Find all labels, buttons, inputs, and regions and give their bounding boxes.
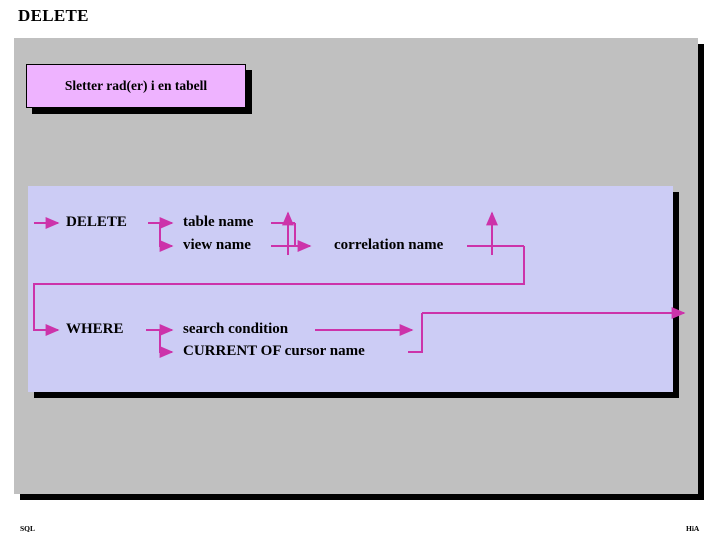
- node-where: WHERE: [66, 321, 124, 337]
- caption-box: Sletter rad(er) i en tabell: [26, 64, 246, 108]
- page-title: DELETE: [18, 6, 89, 25]
- footer-left: SQL: [20, 524, 36, 533]
- node-search-condition: search condition: [183, 321, 289, 337]
- node-current-of-cursor-name: CURRENT OF cursor name: [183, 343, 365, 359]
- caption-text: Sletter rad(er) i en tabell: [64, 78, 208, 93]
- node-delete: DELETE: [66, 214, 127, 230]
- node-table-name: table name: [183, 214, 254, 230]
- node-view-name: view name: [183, 237, 251, 253]
- node-correlation-name: correlation name: [334, 237, 444, 253]
- footer-right: HiA: [686, 524, 700, 533]
